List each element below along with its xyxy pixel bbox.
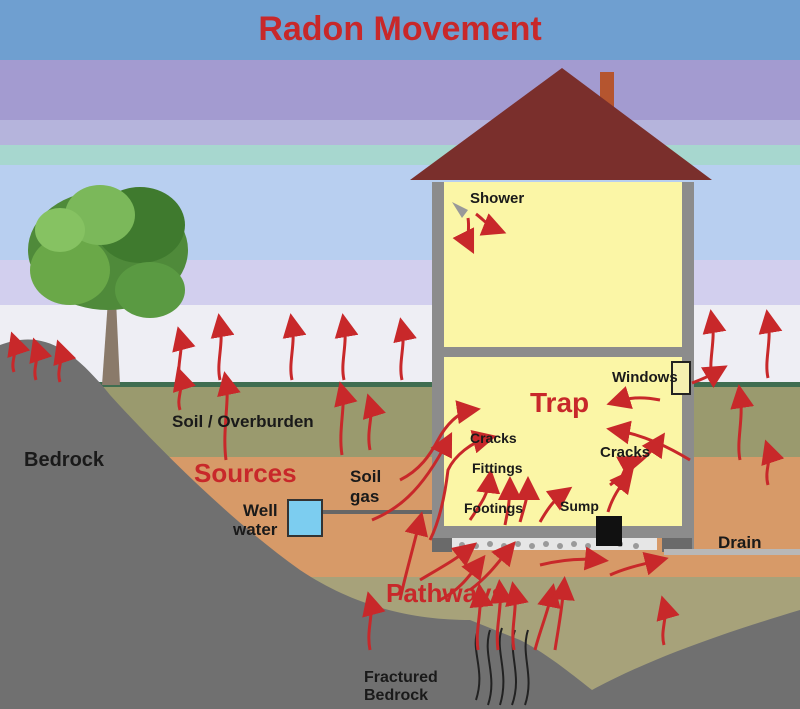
bedrock-mass [0, 339, 620, 709]
gravel-bed [452, 538, 657, 550]
left-wall [432, 182, 444, 552]
label-soil-gas-2: gas [350, 487, 379, 506]
label-well-water-2: water [232, 520, 278, 539]
tree [28, 185, 188, 385]
sump-pit [596, 516, 622, 546]
diagram-title: Radon Movement [258, 10, 541, 48]
label-bedrock: Bedrock [24, 449, 105, 471]
window [671, 361, 691, 395]
label-windows: Windows [612, 369, 678, 386]
label-footings: Footings [464, 500, 523, 516]
label-cracks-right: Cracks [600, 444, 650, 461]
radon-arrows [7, 212, 785, 651]
shower-head [452, 202, 468, 218]
label-sump: Sump [560, 498, 599, 514]
label-soil-gas-1: Soil [350, 467, 381, 486]
bedrock-right [560, 610, 800, 709]
label-drain: Drain [718, 533, 761, 552]
well-water-tank [287, 499, 323, 537]
roof [410, 68, 712, 180]
label-fractured-2: Bedrock [364, 687, 428, 704]
label-pathways: Pathways [386, 578, 506, 608]
basement-slab [432, 526, 694, 538]
label-well-water-1: Well [243, 501, 278, 520]
label-sources: Sources [194, 458, 297, 488]
label-shower: Shower [470, 190, 524, 207]
label-fractured-1: Fractured [364, 669, 438, 686]
label-cracks-left: Cracks [470, 430, 517, 446]
label-soil-overburden: Soil / Overburden [172, 412, 314, 431]
label-trap: Trap [530, 387, 589, 418]
floor-slab [432, 347, 694, 357]
label-fittings: Fittings [472, 460, 523, 476]
